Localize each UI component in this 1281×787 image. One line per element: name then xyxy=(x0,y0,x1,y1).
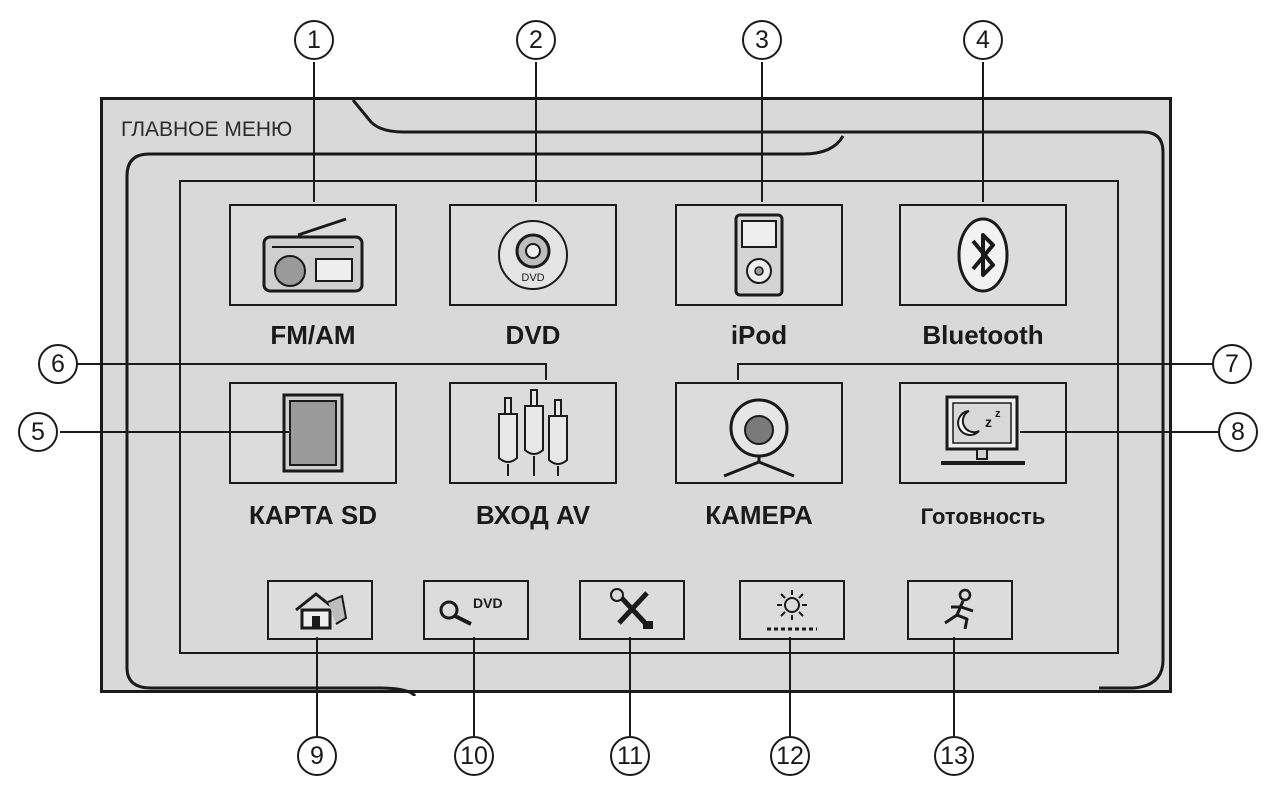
tile-av-input[interactable] xyxy=(449,382,617,484)
callout-10: 10 xyxy=(454,736,494,776)
tile-label-ipod: iPod xyxy=(730,320,788,350)
dvd-disc-icon: DVD xyxy=(498,220,568,290)
rca-connector-icon xyxy=(498,389,568,476)
tile-dvd[interactable]: DVD xyxy=(449,204,617,306)
tile-standby[interactable]: z z xyxy=(899,382,1067,484)
svg-text:z: z xyxy=(985,414,992,430)
dvd-settings-label: DVD xyxy=(473,595,503,611)
running-person-icon xyxy=(944,588,974,630)
main-menu-screen: ГЛАВНОЕ МЕНЮ DVD FM/A xyxy=(100,97,1172,696)
brightness-button[interactable] xyxy=(739,580,845,640)
webcam-icon xyxy=(723,398,795,478)
tile-camera[interactable] xyxy=(675,382,843,484)
sd-card-icon xyxy=(282,393,344,473)
svg-text:DVD: DVD xyxy=(521,272,544,284)
callout-7: 7 xyxy=(1212,344,1252,384)
callout-11: 11 xyxy=(610,736,650,776)
menu-panel xyxy=(179,180,1119,654)
brightness-icon xyxy=(767,590,817,631)
screen-title: ГЛАВНОЕ МЕНЮ xyxy=(121,118,293,141)
tools-button[interactable] xyxy=(579,580,685,640)
callout-9: 9 xyxy=(297,736,337,776)
standby-monitor-icon: z z xyxy=(941,395,1025,465)
home-button[interactable] xyxy=(267,580,373,640)
tools-icon xyxy=(610,588,653,629)
tile-bluetooth[interactable] xyxy=(899,204,1067,306)
dvd-settings-icon: DVD xyxy=(439,595,503,626)
svg-text:z: z xyxy=(995,408,1001,420)
tile-ipod[interactable] xyxy=(675,204,843,306)
tile-label-sd-card: КАРТА SD xyxy=(248,500,377,530)
callout-3: 3 xyxy=(742,20,782,60)
tile-label-camera: КАМЕРА xyxy=(705,500,813,530)
ipod-icon xyxy=(734,213,784,297)
tile-label-standby: Готовность xyxy=(920,504,1046,529)
callout-2: 2 xyxy=(516,20,556,60)
tile-label-dvd: DVD xyxy=(505,320,561,350)
tile-label-fm-am: FM/AM xyxy=(270,320,356,350)
callout-6: 6 xyxy=(38,344,78,384)
exit-button[interactable] xyxy=(907,580,1013,640)
tile-label-av-input: ВХОД AV xyxy=(475,500,591,530)
bluetooth-icon xyxy=(957,217,1009,293)
tile-label-bluetooth: Bluetooth xyxy=(922,320,1044,350)
decorative-frame xyxy=(125,100,1165,696)
callout-12: 12 xyxy=(770,736,810,776)
callout-8: 8 xyxy=(1218,412,1258,452)
home-icon xyxy=(295,592,348,630)
callout-1: 1 xyxy=(294,20,334,60)
dvd-settings-button[interactable]: DVD xyxy=(423,580,529,640)
callout-13: 13 xyxy=(934,736,974,776)
tile-sd-card[interactable] xyxy=(229,382,397,484)
callout-4: 4 xyxy=(963,20,1003,60)
callout-5: 5 xyxy=(18,412,58,452)
radio-icon xyxy=(262,217,364,293)
tile-fm-am[interactable] xyxy=(229,204,397,306)
